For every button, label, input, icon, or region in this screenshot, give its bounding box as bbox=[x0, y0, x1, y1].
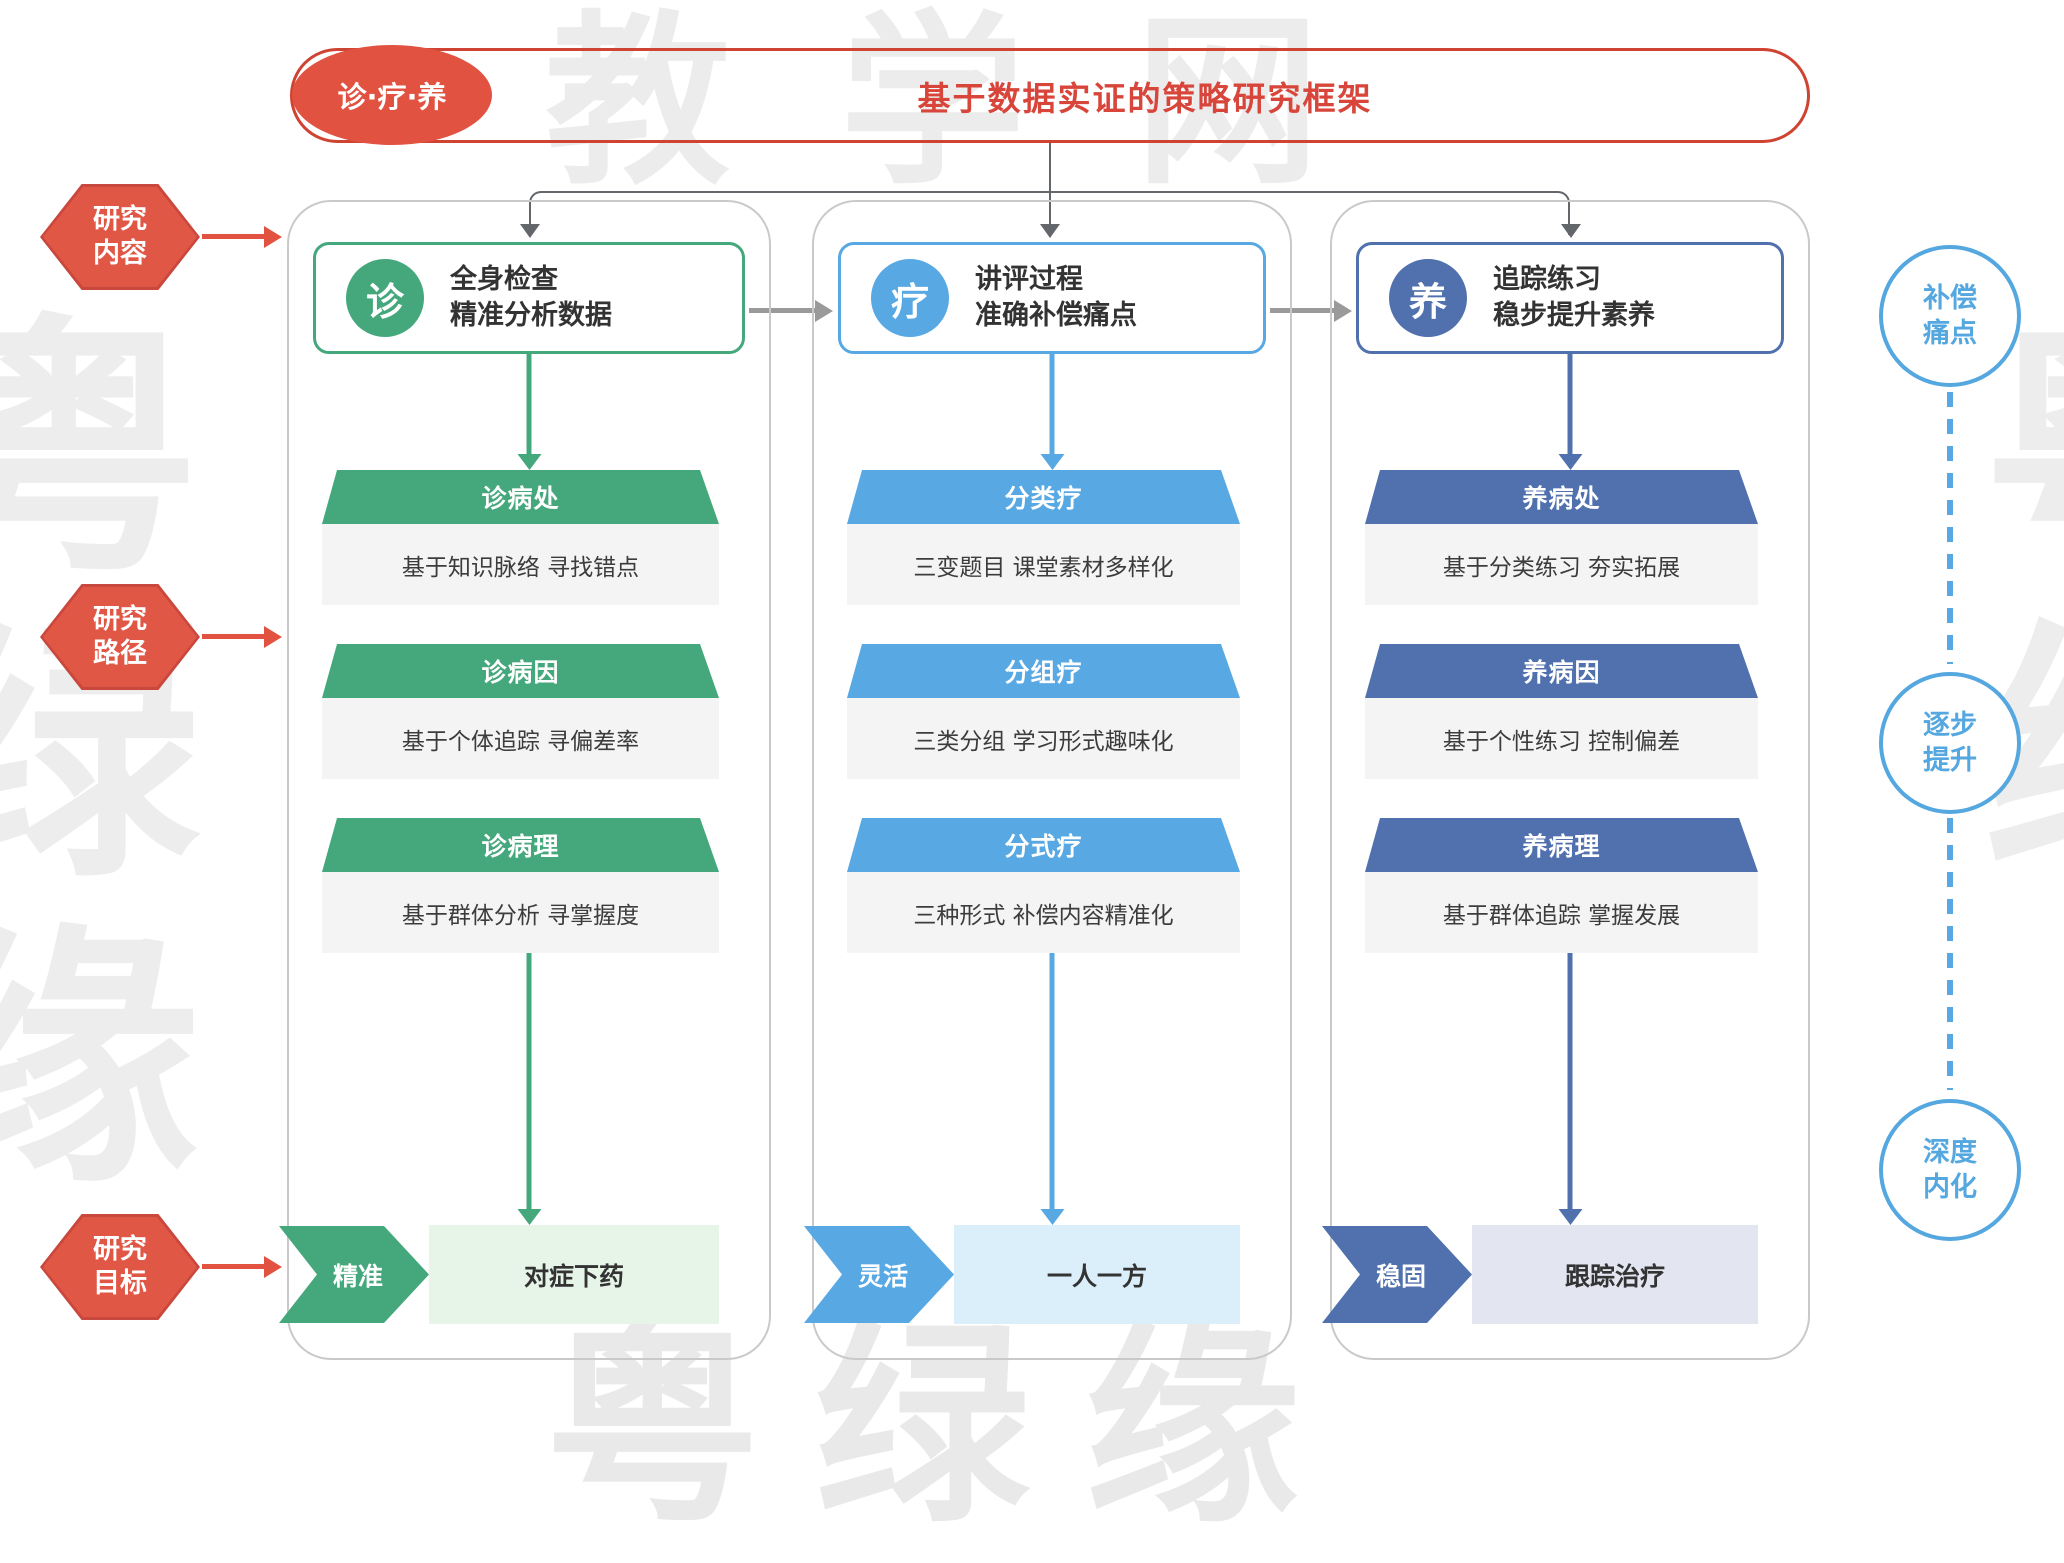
rail-dashed-line bbox=[1947, 818, 1953, 1090]
result-box: 对症下药 bbox=[429, 1225, 719, 1324]
gray-arrow-col1-col2 bbox=[749, 308, 815, 313]
page-title: 基于数据实证的策略研究框架 bbox=[917, 78, 1373, 118]
step-label: 诊病理 bbox=[322, 818, 719, 872]
step-desc: 基于群体追踪 掌握发展 bbox=[1365, 872, 1758, 953]
step-desc: 基于群体分析 寻掌握度 bbox=[322, 872, 719, 953]
column-title-line2: 精准分析数据 bbox=[450, 300, 612, 331]
step-label: 养病理 bbox=[1365, 818, 1758, 872]
chevron-label: 精准 bbox=[332, 1261, 383, 1291]
step-label: 诊病因 bbox=[322, 644, 719, 698]
watermark-right: 粤绿 bbox=[1983, 300, 2064, 910]
down-arrow-long bbox=[1049, 953, 1055, 1210]
down-arrow-long bbox=[526, 953, 532, 1210]
step-desc: 基于个性练习 控制偏差 bbox=[1365, 698, 1758, 779]
down-arrow bbox=[1049, 354, 1055, 455]
column-diagnose: 诊 全身检查 精准分析数据 诊病处 基于知识脉络 寻找错点 诊病因 基于个体追踪… bbox=[287, 200, 771, 1360]
banner-badge-label: 诊·疗·养 bbox=[337, 80, 447, 114]
down-arrow bbox=[526, 354, 532, 455]
rail-circle-internalize: 深度内化 bbox=[1879, 1099, 2021, 1241]
column-treat: 疗 讲评过程 准确补偿痛点 分类疗 三变题目 课堂素材多样化 分组疗 三类分组 … bbox=[812, 200, 1292, 1360]
column-header: 诊 全身检查 精准分析数据 bbox=[313, 242, 745, 354]
column-title-line2: 准确补偿痛点 bbox=[975, 300, 1137, 331]
title-banner: 基于数据实证的策略研究框架 bbox=[290, 48, 1810, 143]
step-desc: 基于个体追踪 寻偏差率 bbox=[322, 698, 719, 779]
chevron-tag: 稳固 bbox=[1322, 1226, 1472, 1323]
treat-circle-icon: 疗 bbox=[871, 259, 949, 337]
hexagon-research-path: 研究路径 bbox=[40, 584, 200, 690]
gray-arrow-col2-col3 bbox=[1270, 308, 1334, 313]
step-desc: 三变题目 课堂素材多样化 bbox=[847, 524, 1240, 605]
step-label: 诊病处 bbox=[322, 470, 719, 524]
rail-circle-improve: 逐步提升 bbox=[1879, 672, 2021, 814]
connector-banner-drop bbox=[1049, 143, 1051, 237]
result-box: 一人一方 bbox=[954, 1225, 1240, 1324]
down-arrow-long bbox=[1567, 953, 1573, 1210]
column-title-line1: 全身检查 bbox=[450, 263, 558, 295]
hexagon-label: 研究内容 bbox=[92, 204, 147, 269]
diagram-canvas: 基于数据实证的策略研究框架 诊·疗·养 研究内容 研究路径 研究目标 诊 全身检… bbox=[0, 0, 2064, 1404]
diagnose-circle-icon: 诊 bbox=[346, 259, 424, 337]
chevron-tag: 精准 bbox=[279, 1226, 429, 1323]
arrowhead-down-col2 bbox=[1040, 224, 1060, 238]
red-arrow-content bbox=[202, 234, 264, 239]
arrowhead-down-col1 bbox=[520, 224, 540, 238]
banner-badge: 诊·疗·养 bbox=[292, 45, 492, 145]
rail-dashed-line bbox=[1947, 392, 1953, 664]
rail-circle-label: 补偿痛点 bbox=[1922, 282, 1977, 349]
column-header: 疗 讲评过程 准确补偿痛点 bbox=[838, 242, 1266, 354]
chevron-tag: 灵活 bbox=[804, 1226, 954, 1323]
chevron-label: 稳固 bbox=[1375, 1261, 1426, 1291]
rail-circle-compensate: 补偿痛点 bbox=[1879, 245, 2021, 387]
step-desc: 三种形式 补偿内容精准化 bbox=[847, 872, 1240, 953]
column-title-line2: 稳步提升素养 bbox=[1493, 300, 1655, 331]
step-label: 养病处 bbox=[1365, 470, 1758, 524]
column-title: 全身检查 精准分析数据 bbox=[450, 262, 612, 335]
rail-circle-label: 深度内化 bbox=[1922, 1136, 1977, 1203]
column-nurture: 养 追踪练习 稳步提升素养 养病处 基于分类练习 夯实拓展 养病因 基于个性练习… bbox=[1330, 200, 1810, 1360]
hexagon-research-content: 研究内容 bbox=[40, 184, 200, 290]
connector-branch-left bbox=[529, 191, 1050, 235]
connector-branch-right bbox=[1050, 191, 1570, 235]
arrowhead-down-col3 bbox=[1561, 224, 1581, 238]
hexagon-label: 研究目标 bbox=[92, 1234, 147, 1299]
column-header: 养 追踪练习 稳步提升素养 bbox=[1356, 242, 1784, 354]
chevron-label: 灵活 bbox=[857, 1261, 908, 1291]
step-label: 分组疗 bbox=[847, 644, 1240, 698]
result-box: 跟踪治疗 bbox=[1472, 1225, 1758, 1324]
rail-circle-label: 逐步提升 bbox=[1922, 709, 1977, 776]
down-arrow bbox=[1567, 354, 1573, 455]
column-title: 追踪练习 稳步提升素养 bbox=[1493, 262, 1655, 335]
watermark-top: 教学网 bbox=[545, 0, 1430, 210]
hexagon-research-goal: 研究目标 bbox=[40, 1214, 200, 1320]
red-arrow-path bbox=[202, 634, 264, 639]
step-label: 分类疗 bbox=[847, 470, 1240, 524]
nurture-circle-icon: 养 bbox=[1389, 259, 1467, 337]
step-label: 养病因 bbox=[1365, 644, 1758, 698]
red-arrow-goal bbox=[202, 1264, 264, 1269]
column-title: 讲评过程 准确补偿痛点 bbox=[975, 262, 1137, 335]
hexagon-label: 研究路径 bbox=[92, 604, 147, 669]
step-desc: 基于分类练习 夯实拓展 bbox=[1365, 524, 1758, 605]
step-desc: 基于知识脉络 寻找错点 bbox=[322, 524, 719, 605]
column-title-line1: 讲评过程 bbox=[975, 263, 1083, 295]
step-label: 分式疗 bbox=[847, 818, 1240, 872]
column-title-line1: 追踪练习 bbox=[1493, 263, 1601, 295]
step-desc: 三类分组 学习形式趣味化 bbox=[847, 698, 1240, 779]
